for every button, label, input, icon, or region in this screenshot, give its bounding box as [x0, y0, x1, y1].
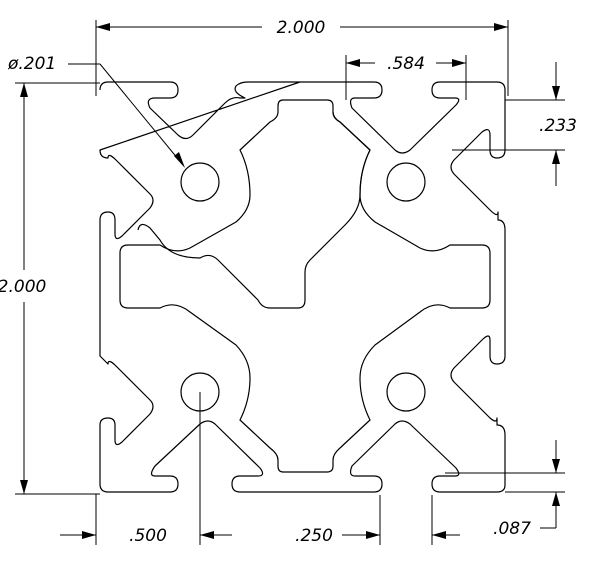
- dim-slot-depth: .233: [539, 116, 577, 136]
- dim-overall-height: 2.000: [0, 277, 46, 297]
- dimension-wall-thickness: .087: [445, 440, 565, 539]
- dimension-slot-depth: .233: [452, 62, 577, 186]
- dimension-center-offset: .500: [60, 392, 232, 546]
- dimension-slot-width: .250: [295, 495, 460, 546]
- hole-bottom-right: [386, 372, 426, 412]
- dim-overall-width: 2.000: [277, 18, 326, 38]
- dim-slot-width: .250: [295, 526, 333, 546]
- dimension-slot-opening: .584: [345, 54, 467, 100]
- hole-top-right: [386, 162, 426, 202]
- dim-wall-thickness: .087: [493, 519, 531, 539]
- dim-center-offset: .500: [129, 526, 167, 546]
- dimension-overall-height: 2.000: [0, 82, 100, 495]
- dimension-overall-width: 2.000: [95, 18, 509, 96]
- dimension-hole-diameter: ø.201: [7, 54, 185, 168]
- dim-slot-opening: .584: [387, 54, 425, 74]
- dim-hole-diameter: ø.201: [7, 54, 56, 74]
- hole-top-left: [180, 162, 220, 202]
- profile-outline: [99, 81, 506, 493]
